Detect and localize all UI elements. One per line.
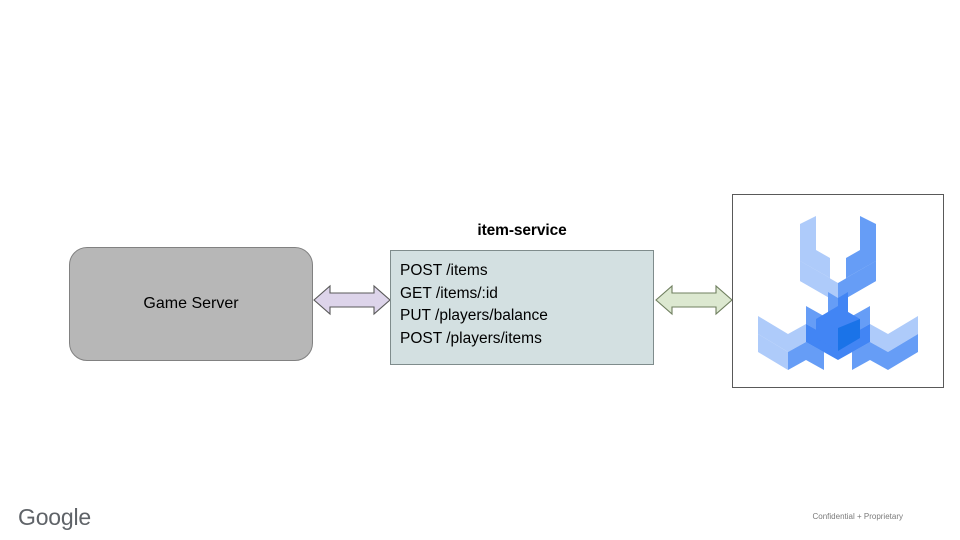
- endpoint-item: POST /items: [400, 262, 488, 279]
- connector-game-server-to-item-service[interactable]: [312, 283, 392, 317]
- endpoint-item: PUT /players/balance: [400, 307, 548, 324]
- double-arrow-left-shape: [313, 284, 391, 316]
- endpoint-item: GET /items/:id: [400, 284, 498, 302]
- endpoint-item: POST /players/items: [400, 329, 542, 347]
- double-arrow-right-shape: [655, 284, 733, 316]
- google-wordmark: Google: [18, 504, 91, 530]
- node-cloud-tools[interactable]: [732, 194, 944, 388]
- node-item-service-title: item-service: [477, 222, 567, 239]
- confidentiality-notice: Confidential + Proprietary: [812, 512, 904, 521]
- connector-item-service-to-cloud-tools[interactable]: [654, 283, 734, 317]
- node-item-service[interactable]: POST /items GET /items/:id PUT /players/…: [390, 250, 654, 365]
- endpoint-list: POST /items GET /items/:id PUT /players/…: [400, 260, 653, 350]
- node-game-server-label: Game Server: [143, 295, 239, 313]
- cloud-tools-wrench-icon: [758, 216, 918, 370]
- node-game-server[interactable]: Game Server: [69, 247, 313, 361]
